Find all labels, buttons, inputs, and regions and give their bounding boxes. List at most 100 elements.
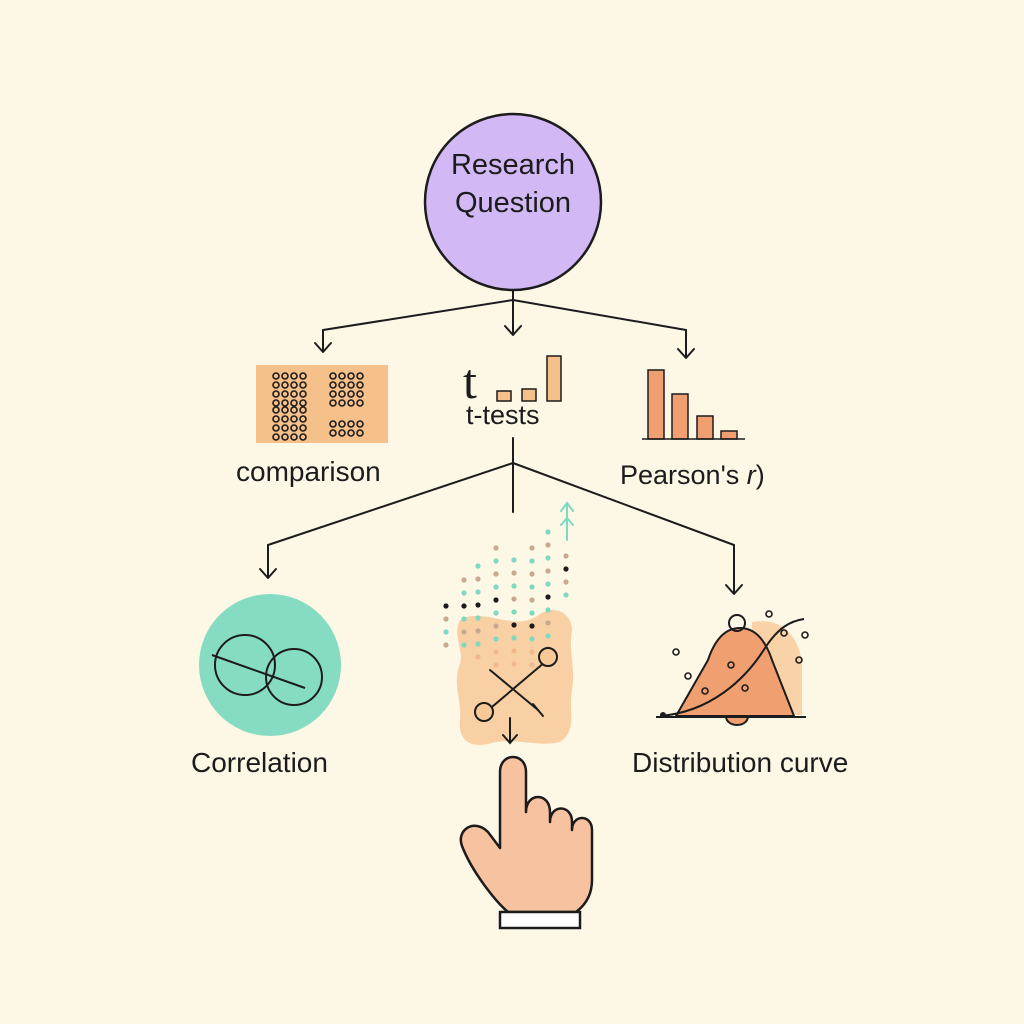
scatter-dot — [529, 584, 535, 590]
grid-dot — [290, 372, 298, 380]
grid-dot — [299, 415, 307, 423]
scatter-dot — [529, 545, 535, 551]
scatter-dot — [529, 649, 535, 655]
scatter-dot — [443, 616, 449, 622]
grid-dot — [329, 372, 337, 380]
grid-dot — [290, 433, 298, 441]
grid-dot — [338, 381, 346, 389]
grid-dot — [356, 399, 364, 407]
scatter-dot — [563, 566, 569, 572]
scatter-dot — [443, 603, 449, 609]
scatter-dot — [443, 642, 449, 648]
bell-curve-icon — [656, 610, 809, 726]
connectors-level-2 — [259, 437, 743, 595]
scatter-dot — [511, 661, 517, 667]
scatter-dot — [545, 594, 551, 600]
scatter-dot — [511, 635, 517, 641]
scatter-dot — [493, 545, 499, 551]
grid-dot — [329, 420, 337, 428]
scatter-dot — [461, 642, 467, 648]
grid-dot — [329, 390, 337, 398]
grid-dot — [329, 399, 337, 407]
pointing-hand-icon — [459, 755, 594, 930]
scatter-dot — [511, 583, 517, 589]
grid-dot — [272, 433, 280, 441]
scatter-dot — [493, 610, 499, 616]
correlation-label: Correlation — [191, 747, 328, 778]
pearson-r-italic: r — [746, 460, 756, 490]
scatter-dot — [529, 571, 535, 577]
scatter-dot — [529, 623, 535, 629]
scatter-dot — [529, 610, 535, 616]
pearson-prefix: Pearson's — [620, 460, 747, 490]
grid-dot — [347, 420, 355, 428]
grid-dot — [290, 424, 298, 432]
scatter-dot — [493, 584, 499, 590]
scatter-dots-icon — [443, 501, 574, 745]
scatter-dot — [545, 633, 551, 639]
grid-dot — [290, 390, 298, 398]
scatter-dot — [511, 596, 517, 602]
scatter-dot — [461, 616, 467, 622]
scatter-dot — [493, 597, 499, 603]
grid-dot — [356, 372, 364, 380]
grid-dot — [338, 429, 346, 437]
grid-dot — [329, 429, 337, 437]
scatter-dot — [475, 615, 481, 621]
grid-dot — [338, 399, 346, 407]
scatter-dot — [461, 577, 467, 583]
grid-dot — [272, 399, 280, 407]
distribution-curve-label: Distribution curve — [632, 747, 849, 778]
grid-dot — [338, 390, 346, 398]
scatter-dot — [461, 603, 467, 609]
grid-dot — [272, 390, 280, 398]
scatter-dot — [545, 529, 551, 535]
grid-dot — [347, 429, 355, 437]
grid-dot — [299, 372, 307, 380]
scatter-dot — [493, 558, 499, 564]
grid-dot — [272, 381, 280, 389]
root-label-line-2: Question — [454, 187, 572, 219]
scatter-dot — [545, 620, 551, 626]
scatter-dot — [545, 607, 551, 613]
connectors-level-1 — [314, 289, 695, 359]
comparison-label: comparison — [236, 456, 381, 487]
root-label-line-1: Research — [450, 149, 576, 181]
scatter-dot — [475, 576, 481, 582]
scatter-dot — [443, 629, 449, 635]
grid-dot — [290, 399, 298, 407]
grid-dot — [347, 399, 355, 407]
scatter-dot — [475, 589, 481, 595]
grid-dot — [290, 415, 298, 423]
grid-dot — [299, 399, 307, 407]
scatter-dot — [529, 597, 535, 603]
scatter-dot — [563, 592, 569, 598]
scatter-dot — [529, 662, 535, 668]
grid-dot — [272, 415, 280, 423]
mini-bar-chart-icon: t — [463, 353, 562, 409]
grid-dot — [281, 415, 289, 423]
grid-dot — [281, 399, 289, 407]
scatter-dot — [493, 662, 499, 668]
grid-dot — [299, 390, 307, 398]
scatter-dot — [461, 590, 467, 596]
grid-dot — [299, 381, 307, 389]
grid-dot — [290, 406, 298, 414]
scatter-dot — [545, 555, 551, 561]
grid-dot — [272, 372, 280, 380]
scatter-dot — [545, 581, 551, 587]
scatter-dot — [493, 571, 499, 577]
scatter-dot — [493, 636, 499, 642]
scatter-dot — [475, 641, 481, 647]
scatter-dot — [475, 602, 481, 608]
scatter-dot — [511, 622, 517, 628]
grid-dot — [356, 420, 364, 428]
grid-dot — [329, 381, 337, 389]
grid-dot — [281, 406, 289, 414]
scatter-dot — [475, 654, 481, 660]
descending-bar-chart-icon — [642, 369, 745, 440]
grid-dot — [356, 390, 364, 398]
grid-dot — [299, 424, 307, 432]
